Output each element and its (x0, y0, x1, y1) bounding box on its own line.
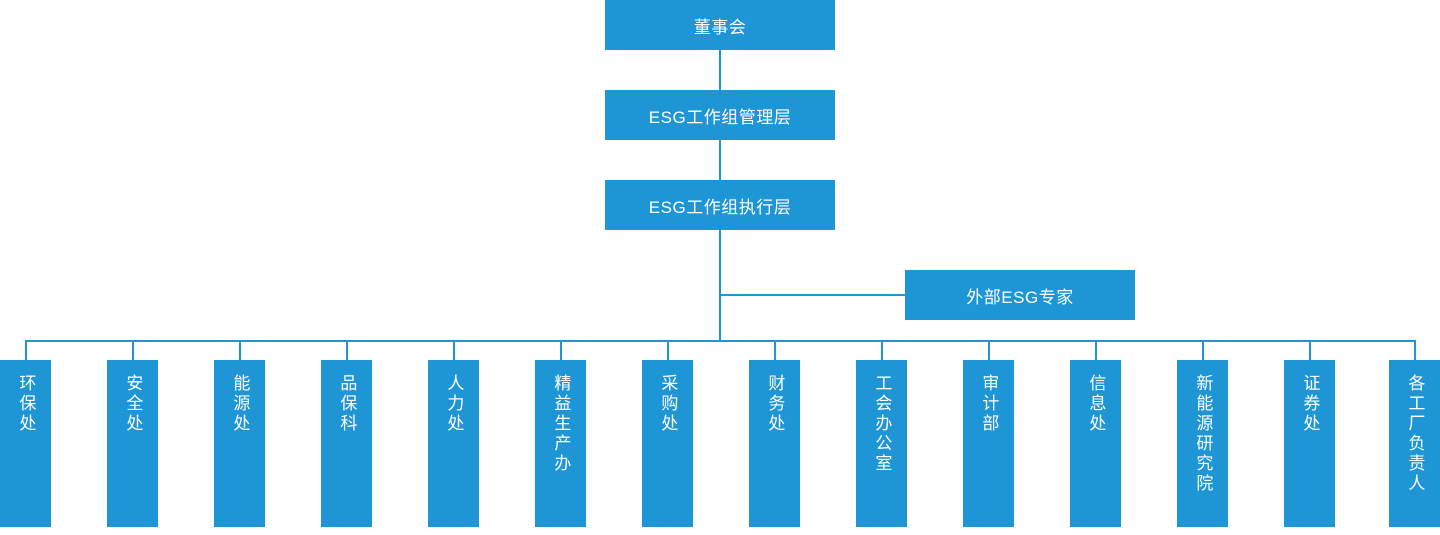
node-esg-management[interactable]: ESG工作组管理层 (605, 90, 835, 140)
dept-label-4: 人力处 (444, 374, 464, 434)
connector-to-external-expert (719, 294, 905, 296)
dept-label-9: 审计部 (979, 374, 999, 434)
connector-dept-2 (239, 340, 241, 360)
dept-label-12: 证券处 (1300, 374, 1320, 434)
connector-board-to-management (719, 50, 721, 90)
node-esg-execution-label: ESG工作组执行层 (648, 197, 792, 217)
dept-box-7[interactable]: 财务处 (749, 360, 800, 527)
dept-box-5[interactable]: 精益生产办 (535, 360, 586, 527)
connector-dept-11 (1202, 340, 1204, 360)
connector-dept-5 (560, 340, 562, 360)
dept-box-8[interactable]: 工会办公室 (856, 360, 907, 527)
connector-dept-1 (132, 340, 134, 360)
dept-label-8: 工会办公室 (872, 374, 892, 474)
dept-label-13: 各工厂负责人 (1405, 374, 1425, 494)
connector-dept-12 (1309, 340, 1311, 360)
connector-dept-8 (881, 340, 883, 360)
node-external-expert-label: 外部ESG专家 (966, 287, 1074, 307)
node-board[interactable]: 董事会 (605, 0, 835, 50)
dept-label-2: 能源处 (230, 374, 250, 434)
node-esg-execution[interactable]: ESG工作组执行层 (605, 180, 835, 230)
connector-execution-trunk (719, 230, 721, 341)
dept-box-4[interactable]: 人力处 (428, 360, 479, 527)
dept-label-6: 采购处 (658, 374, 678, 434)
node-external-expert[interactable]: 外部ESG专家 (905, 270, 1135, 320)
connector-dept-10 (1095, 340, 1097, 360)
dept-box-2[interactable]: 能源处 (214, 360, 265, 527)
connector-management-to-execution (719, 140, 721, 180)
connector-dept-6 (667, 340, 669, 360)
node-esg-management-label: ESG工作组管理层 (648, 107, 792, 127)
dept-label-5: 精益生产办 (551, 374, 571, 474)
dept-label-7: 财务处 (765, 374, 785, 434)
connector-dept-13 (1414, 340, 1416, 360)
dept-label-0: 环保处 (16, 374, 36, 434)
connector-dept-3 (346, 340, 348, 360)
dept-box-11[interactable]: 新能源研究院 (1177, 360, 1228, 527)
dept-label-1: 安全处 (123, 374, 143, 434)
dept-box-13[interactable]: 各工厂负责人 (1389, 360, 1440, 527)
connector-dept-0 (25, 340, 27, 360)
node-board-label: 董事会 (693, 17, 747, 37)
dept-box-1[interactable]: 安全处 (107, 360, 158, 527)
dept-box-10[interactable]: 信息处 (1070, 360, 1121, 527)
dept-box-6[interactable]: 采购处 (642, 360, 693, 527)
dept-box-12[interactable]: 证券处 (1284, 360, 1335, 527)
dept-label-3: 品保科 (337, 374, 357, 434)
dept-label-11: 新能源研究院 (1193, 374, 1213, 494)
connector-dept-7 (774, 340, 776, 360)
dept-label-10: 信息处 (1086, 374, 1106, 434)
dept-box-9[interactable]: 审计部 (963, 360, 1014, 527)
connector-dept-4 (453, 340, 455, 360)
department-bus-line (25, 340, 1415, 342)
dept-box-3[interactable]: 品保科 (321, 360, 372, 527)
connector-dept-9 (988, 340, 990, 360)
dept-box-0[interactable]: 环保处 (0, 360, 51, 527)
